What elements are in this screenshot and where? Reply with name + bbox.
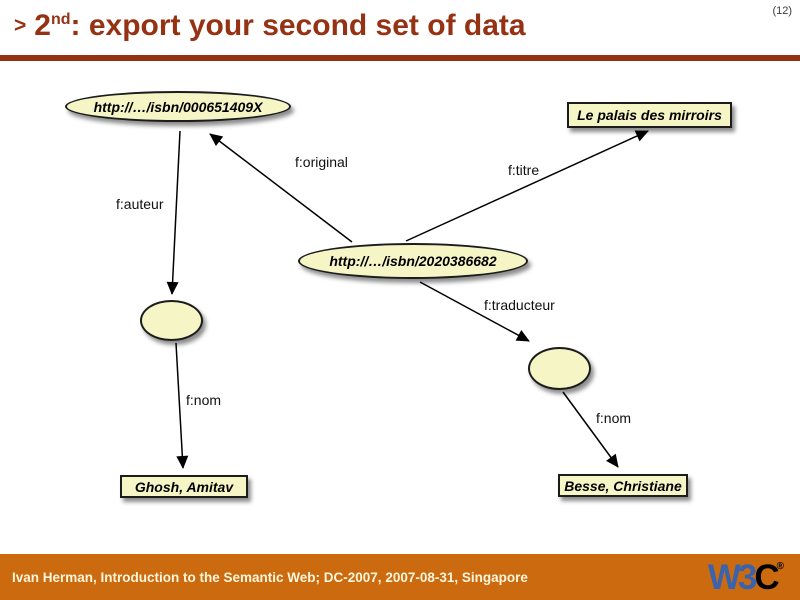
edge-label-f-nom-left: f:nom (186, 392, 222, 408)
w3c-logo-w3: W3 (707, 558, 757, 597)
slide-title: >2nd: export your second set of data (14, 8, 526, 44)
title-main-number: 2 (34, 9, 51, 42)
node-blank-translator (528, 347, 591, 390)
w3c-logo: W3C® (708, 560, 784, 595)
edge-label-f-titre: f:titre (508, 162, 540, 178)
rdf-graph-diagram: http://…/isbn/000651409X Le palais des m… (0, 61, 800, 554)
edge-label-f-traducteur: f:traducteur (484, 297, 555, 313)
node-book1-uri: http://…/isbn/000651409X (65, 91, 291, 122)
footer-bar: Ivan Herman, Introduction to the Semanti… (0, 554, 800, 600)
node-title-literal: Le palais des mirroirs (567, 102, 732, 128)
node-translator-literal: Besse, Christiane (558, 474, 688, 497)
diagram-arrows-layer (166, 130, 649, 469)
registered-trademark-icon: ® (776, 561, 784, 572)
edge-label-f-nom-right: f:nom (596, 410, 632, 426)
footer-credit-text: Ivan Herman, Introduction to the Semanti… (12, 569, 528, 585)
edge-label-f-original: f:original (295, 154, 348, 170)
node-book2-uri: http://…/isbn/2020386682 (298, 243, 528, 279)
title-bullet-marker: > (14, 14, 27, 37)
edge-f-titre-arrow (405, 130, 649, 242)
title-ordinal-superscript: nd (50, 11, 71, 28)
title-rest: : export your second set of data (70, 9, 526, 42)
edge-f-traducteur-arrow (419, 281, 530, 342)
title-divider-rule (0, 55, 800, 61)
node-author-literal: Ghosh, Amitav (120, 475, 248, 498)
edge-f-nom-right-arrow (562, 391, 619, 468)
edge-label-f-auteur: f:auteur (116, 196, 164, 212)
slide-number: (12) (772, 5, 792, 17)
w3c-logo-c: C (754, 558, 779, 597)
edge-f-original-arrow (209, 133, 353, 243)
edge-f-nom-left-arrow (175, 342, 189, 469)
node-blank-author (140, 300, 203, 341)
edge-f-auteur-arrow (166, 130, 181, 295)
